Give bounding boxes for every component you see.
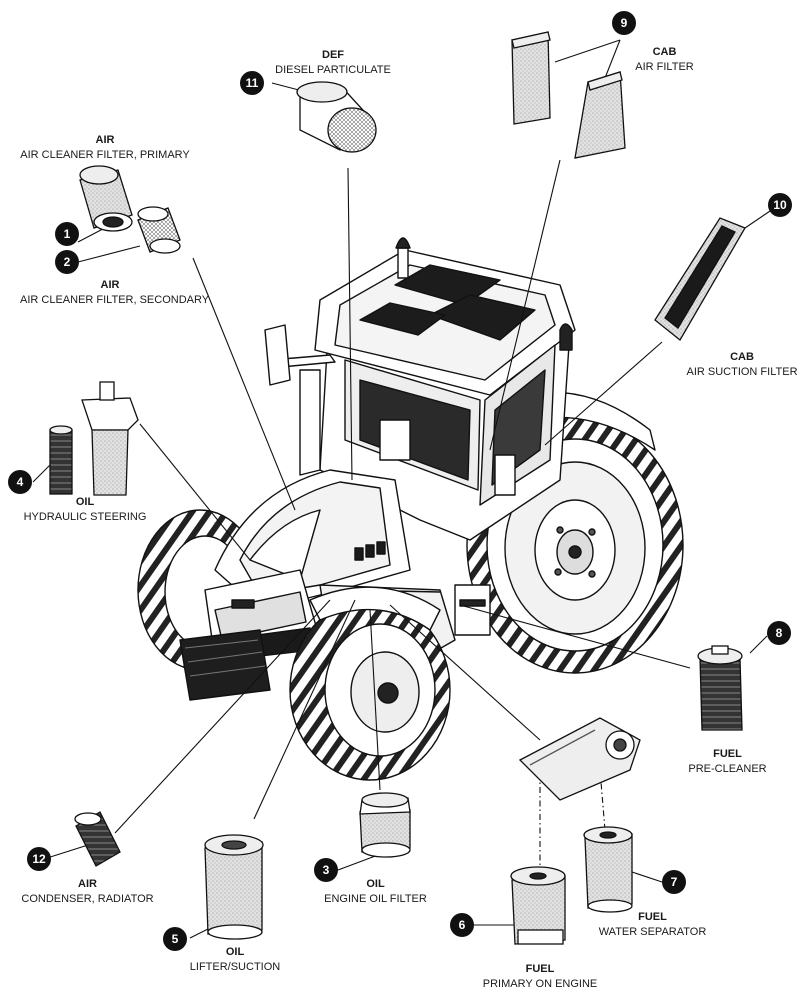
callout-badge-1: 1	[55, 222, 79, 246]
tractor	[137, 237, 684, 781]
callout-title-9: CAB	[652, 46, 677, 58]
callout-badge-6: 6	[450, 913, 474, 937]
callout-badge-12: 12	[27, 847, 51, 871]
callout-label-8: FUEL PRE-CLEANER	[680, 747, 775, 777]
callout-badge-4: 4	[8, 470, 32, 494]
callout-badge-10: 10	[768, 193, 792, 217]
callout-label-12: AIR CONDENSER, RADIATOR	[15, 877, 160, 907]
callout-desc-10: AIR SUCTION FILTER	[686, 366, 798, 378]
part-cab-suction-filter	[654, 217, 746, 341]
callout-badge-2: 2	[55, 250, 79, 274]
callout-title-11: DEF	[322, 49, 344, 61]
callout-badge-8: 8	[767, 621, 791, 645]
callout-title-12: AIR	[78, 878, 97, 890]
front-right-wheel	[289, 599, 451, 781]
callout-desc-12: CONDENSER, RADIATOR	[21, 893, 154, 905]
callout-badge-5: 5	[163, 927, 187, 951]
part-engine-oil-filter	[359, 792, 411, 858]
callout-label-9: CAB AIR FILTER	[622, 45, 707, 75]
callout-title-7: FUEL	[638, 911, 667, 923]
callout-label-11: DEF DIESEL PARTICULATE	[268, 48, 398, 78]
callout-title-2: AIR	[100, 279, 120, 291]
callout-badge-9: 9	[612, 11, 636, 35]
callout-title-6: FUEL	[525, 963, 555, 975]
callout-desc-4: HYDRAULIC STEERING	[23, 511, 147, 523]
callout-label-7: FUEL WATER SEPARATOR	[595, 910, 710, 940]
callout-label-3: OIL ENGINE OIL FILTER	[318, 877, 433, 907]
callout-desc-2: AIR CLEANER FILTER, SECONDARY	[20, 294, 210, 306]
callout-label-6: FUEL PRIMARY ON ENGINE	[475, 962, 605, 992]
callout-desc-8: PRE-CLEANER	[688, 763, 767, 775]
callout-label-2: AIR AIR CLEANER FILTER, SECONDARY	[20, 278, 210, 308]
callout-desc-6: PRIMARY ON ENGINE	[482, 978, 598, 990]
callout-label-5: OIL LIFTER/SUCTION	[185, 945, 285, 975]
callout-label-1: AIR AIR CLEANER FILTER, PRIMARY	[20, 133, 190, 163]
callout-desc-5: LIFTER/SUCTION	[189, 961, 281, 973]
callout-desc-11: DIESEL PARTICULATE	[275, 64, 391, 76]
callout-badge-7: 7	[662, 870, 686, 894]
part-cab-air-filter	[511, 31, 626, 159]
callout-label-4: OIL HYDRAULIC STEERING	[20, 495, 150, 525]
callout-badge-11: 11	[240, 71, 264, 95]
callout-title-3: OIL	[366, 878, 385, 890]
parts	[49, 31, 746, 945]
callout-title-8: FUEL	[713, 748, 742, 760]
cab	[314, 237, 576, 541]
part-fuel-water-separator	[583, 826, 633, 913]
part-dpf	[296, 81, 377, 153]
callout-title-10: CAB	[730, 351, 754, 363]
part-condenser-filter	[74, 811, 121, 867]
callout-title-4: OIL	[75, 496, 95, 508]
callout-title-5: OIL	[225, 946, 245, 958]
part-air-secondary	[137, 206, 181, 254]
part-fuel-precleaner	[697, 645, 743, 731]
callout-badge-3: 3	[314, 858, 338, 882]
part-fuel-primary	[510, 866, 566, 945]
callout-desc-3: ENGINE OIL FILTER	[324, 893, 427, 905]
part-air-primary	[79, 165, 133, 232]
callout-desc-1: AIR CLEANER FILTER, PRIMARY	[20, 149, 190, 161]
part-hydraulic-filter	[49, 381, 139, 496]
callout-title-1: AIR	[95, 134, 115, 146]
callout-label-10: CAB AIR SUCTION FILTER	[682, 350, 802, 380]
callout-desc-9: AIR FILTER	[635, 61, 694, 73]
part-fuel-manifold	[518, 717, 641, 801]
callout-desc-7: WATER SEPARATOR	[598, 926, 707, 938]
part-lifter-suction	[204, 834, 264, 940]
